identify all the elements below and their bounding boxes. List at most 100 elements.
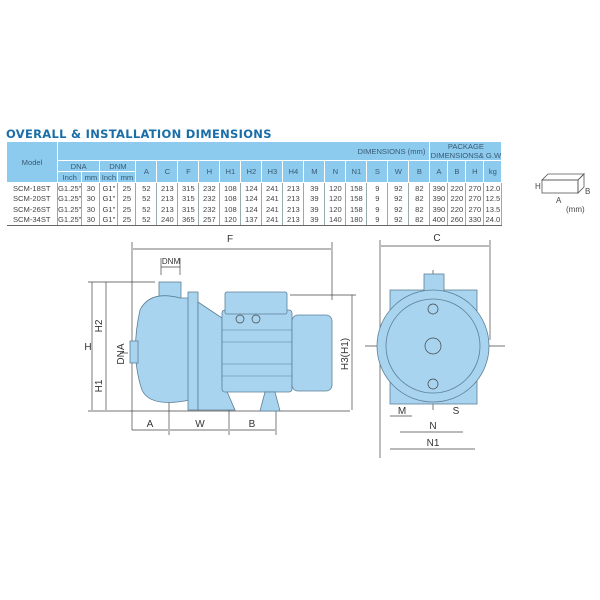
label-H2: H2 xyxy=(94,319,105,332)
side-view-diagram: F DNM H H2 DNA H1 H3(H1) A W B xyxy=(84,234,356,435)
cell-dnm-inch: G1" xyxy=(99,182,119,194)
cell-pb: 220 xyxy=(447,204,467,215)
cell-ph: 270 xyxy=(465,204,485,215)
cell-a: 52 xyxy=(135,182,158,194)
package-header: PACKAGE DIMENSIONS& G.W xyxy=(429,141,503,161)
col-H2: H2 xyxy=(240,160,263,183)
cell-dna-inch: G1.25" xyxy=(57,214,83,226)
col-A: A xyxy=(135,160,158,183)
cell-n1: 158 xyxy=(345,182,368,194)
dimensions-table: Model DIMENSIONS (mm) PACKAGE DIMENSIONS… xyxy=(6,141,503,226)
cell-model: SCM-18ST xyxy=(6,182,58,194)
cell-f: 365 xyxy=(177,214,200,226)
cell-pb: 260 xyxy=(447,214,467,226)
cell-h2: 124 xyxy=(240,204,263,215)
cell-a: 52 xyxy=(135,193,158,204)
label-S: S xyxy=(453,406,460,417)
col-W: W xyxy=(387,160,410,183)
label-W: W xyxy=(195,419,205,430)
section-title: OVERALL & INSTALLATION DIMENSIONS xyxy=(6,127,272,141)
cell-dna-inch: G1.25" xyxy=(57,193,83,204)
cell-f: 315 xyxy=(177,204,200,215)
dna-inch-header: Inch xyxy=(56,171,83,183)
cell-h3: 241 xyxy=(261,182,284,194)
cell-h1: 108 xyxy=(219,182,242,194)
col-C: C xyxy=(156,160,179,183)
cell-dnm-mm: 25 xyxy=(117,182,137,194)
cell-dna-mm: 30 xyxy=(81,214,101,226)
cell-h: 257 xyxy=(198,214,221,226)
box-label-a: A xyxy=(556,196,562,205)
cell-c: 213 xyxy=(156,182,179,194)
label-A: A xyxy=(147,419,154,430)
model-header: Model xyxy=(6,141,58,183)
cell-pa: 390 xyxy=(429,193,449,204)
cell-kg: 13.5 xyxy=(483,204,503,215)
cell-h: 232 xyxy=(198,182,221,194)
cell-h2: 137 xyxy=(240,214,263,226)
dna-mm-header: mm xyxy=(81,171,101,183)
cell-kg: 12.0 xyxy=(483,182,503,194)
dnm-inch-header: Inch xyxy=(99,171,119,183)
cell-h4: 213 xyxy=(282,182,305,194)
cell-n1: 158 xyxy=(345,193,368,204)
cell-s: 9 xyxy=(366,182,389,194)
cell-f: 315 xyxy=(177,193,200,204)
cell-h: 232 xyxy=(198,193,221,204)
cell-m: 39 xyxy=(303,214,326,226)
cell-dna-mm: 30 xyxy=(81,193,101,204)
cell-pb: 220 xyxy=(447,193,467,204)
cell-n: 120 xyxy=(324,182,347,194)
cell-c: 213 xyxy=(156,204,179,215)
box-unit: (mm) xyxy=(566,205,585,214)
cell-w: 92 xyxy=(387,182,410,194)
label-H3: H3(H1) xyxy=(340,338,351,370)
cell-dna-mm: 30 xyxy=(81,204,101,215)
label-DNM: DNM xyxy=(162,257,181,266)
dnm-mm-header: mm xyxy=(117,171,137,183)
cell-n1: 158 xyxy=(345,204,368,215)
cell-a: 52 xyxy=(135,214,158,226)
cell-n: 120 xyxy=(324,193,347,204)
cell-dnm-mm: 25 xyxy=(117,214,137,226)
cell-dnm-inch: G1" xyxy=(99,204,119,215)
cell-dnm-inch: G1" xyxy=(99,214,119,226)
col-B: B xyxy=(408,160,431,183)
cell-f: 315 xyxy=(177,182,200,194)
cell-model: SCM-20ST xyxy=(6,193,58,204)
box-label-b: B xyxy=(585,187,590,196)
cell-h2: 124 xyxy=(240,182,263,194)
col-H1: H1 xyxy=(219,160,242,183)
cell-w: 92 xyxy=(387,193,410,204)
cell-c: 213 xyxy=(156,193,179,204)
cell-dna-mm: 30 xyxy=(81,182,101,194)
cell-h3: 241 xyxy=(261,204,284,215)
label-B: B xyxy=(249,419,256,430)
label-C: C xyxy=(433,233,440,244)
col-N: N xyxy=(324,160,347,183)
dna-header: DNA xyxy=(56,160,101,172)
cell-m: 39 xyxy=(303,182,326,194)
cell-s: 9 xyxy=(366,193,389,204)
label-N: N xyxy=(429,421,436,432)
cell-h4: 213 xyxy=(282,193,305,204)
cell-pa: 400 xyxy=(429,214,449,226)
cell-c: 240 xyxy=(156,214,179,226)
cell-dnm-mm: 25 xyxy=(117,193,137,204)
col-pkg-H: H xyxy=(465,160,485,183)
col-pkg-B: B xyxy=(447,160,467,183)
col-N1: N1 xyxy=(345,160,368,183)
front-view-diagram: C M S N N1 xyxy=(365,233,505,458)
cell-h3: 241 xyxy=(261,193,284,204)
col-pkg-A: A xyxy=(429,160,449,183)
label-H: H xyxy=(84,342,91,353)
cell-h: 232 xyxy=(198,204,221,215)
cell-n: 140 xyxy=(324,214,347,226)
cell-h1: 108 xyxy=(219,204,242,215)
label-N1: N1 xyxy=(427,438,440,449)
cell-ph: 330 xyxy=(465,214,485,226)
cell-h1: 108 xyxy=(219,193,242,204)
cell-model: SCM-34ST xyxy=(6,214,58,226)
